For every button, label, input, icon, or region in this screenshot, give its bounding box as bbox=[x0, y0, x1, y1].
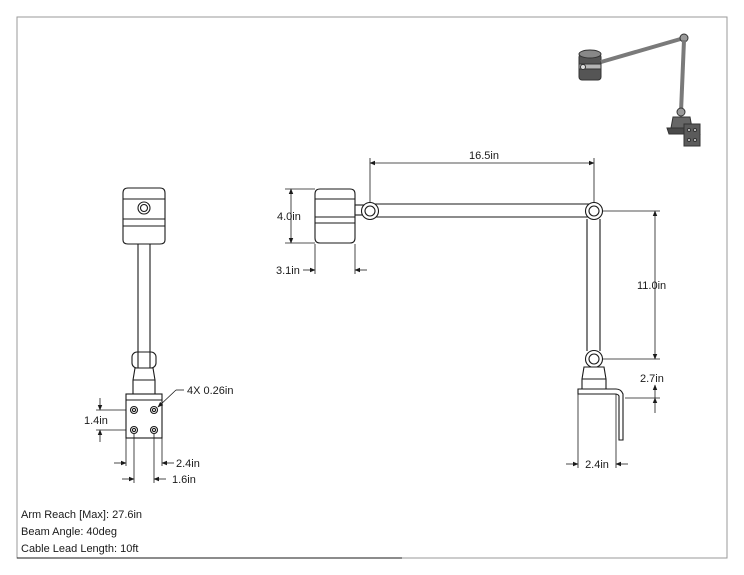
mounting-hole bbox=[129, 405, 139, 415]
side-joint-head bbox=[360, 201, 380, 221]
side-lamp-head bbox=[314, 188, 356, 244]
spec-beam-angle: Beam Angle: 40deg bbox=[21, 526, 118, 538]
front-view-dimensions bbox=[96, 389, 184, 483]
dim-plate-width: 2.4in bbox=[176, 458, 200, 470]
dim-hole-callout: 4X 0.26in bbox=[187, 385, 233, 397]
dim-plate-hole-spacing: 1.4in bbox=[84, 415, 108, 427]
side-joint-base bbox=[584, 349, 604, 369]
dim-mount-depth: 2.4in bbox=[585, 459, 609, 471]
spec-arm-reach: Arm Reach [Max]: 27.6in bbox=[21, 509, 143, 521]
side-joint-elbow bbox=[584, 201, 604, 221]
front-lens bbox=[137, 201, 151, 215]
mounting-hole bbox=[129, 425, 139, 435]
dim-vertical-arm: 11.0in bbox=[637, 280, 666, 292]
dim-plate-hole-width: 1.6in bbox=[172, 474, 196, 486]
front-mount-block bbox=[132, 367, 156, 395]
side-mount-block bbox=[581, 366, 607, 390]
dim-mount-height: 2.7in bbox=[640, 373, 664, 385]
front-view bbox=[122, 187, 166, 439]
dim-head-height: 4.0in bbox=[277, 211, 301, 223]
spec-cable-lead: Cable Lead Length: 10ft bbox=[21, 543, 139, 555]
drawing-border bbox=[16, 16, 728, 559]
mounting-hole bbox=[149, 425, 159, 435]
dim-head-depth: 3.1in bbox=[276, 265, 300, 277]
side-view-dimensions bbox=[285, 158, 660, 468]
side-view bbox=[314, 188, 624, 441]
dim-arm-length: 16.5in bbox=[469, 150, 499, 162]
isometric-preview bbox=[578, 33, 701, 147]
front-lamp-head bbox=[122, 187, 166, 245]
front-joint bbox=[131, 351, 157, 369]
mounting-hole bbox=[149, 405, 159, 415]
